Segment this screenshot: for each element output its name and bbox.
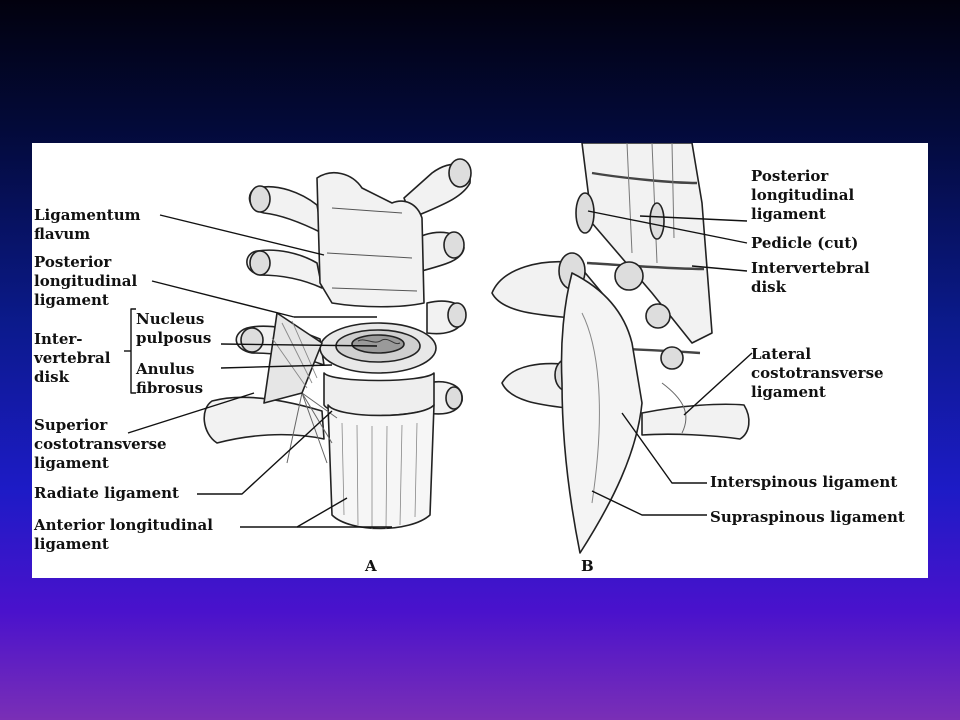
leader-lines [124, 210, 753, 528]
panel-letter-a: A [365, 557, 377, 575]
label-interspinous-ligament: Interspinous ligament [710, 473, 898, 491]
panel-a-drawing [203, 158, 472, 530]
label-supraspinous-ligament: Supraspinous ligament [710, 508, 905, 526]
label-radiate-ligament: Radiate ligament [34, 484, 179, 502]
label-ligamentum-flavum: Ligamentum flavum [34, 206, 141, 243]
label-intervertebral-disk-b: Intervertebral disk [751, 259, 870, 296]
panel-letter-b: B [581, 557, 594, 575]
label-pedicle-cut: Pedicle (cut) [751, 234, 859, 252]
label-posterior-longitudinal-b: Posterior longitudinal ligament [751, 167, 855, 223]
label-posterior-longitudinal-a: Posterior longitudinal ligament [34, 253, 138, 309]
label-nucleus-pulposus: Nucleus pulposus [136, 310, 212, 347]
ligaments-figure: Ligamentum flavum Posterior longitudinal… [32, 143, 928, 578]
label-anulus-fibrosus: Anulus fibrosus [136, 360, 204, 397]
label-intervertebral-disk-a: Inter- vertebral disk [34, 330, 111, 386]
label-superior-costotransverse: Superior costotransverse ligament [34, 416, 167, 472]
label-anterior-longitudinal: Anterior longitudinal ligament [34, 516, 213, 553]
vertebra-illustration [124, 143, 753, 554]
label-lateral-costotransverse: Lateral costotransverse ligament [751, 345, 884, 401]
panel-b-drawing [491, 143, 750, 554]
